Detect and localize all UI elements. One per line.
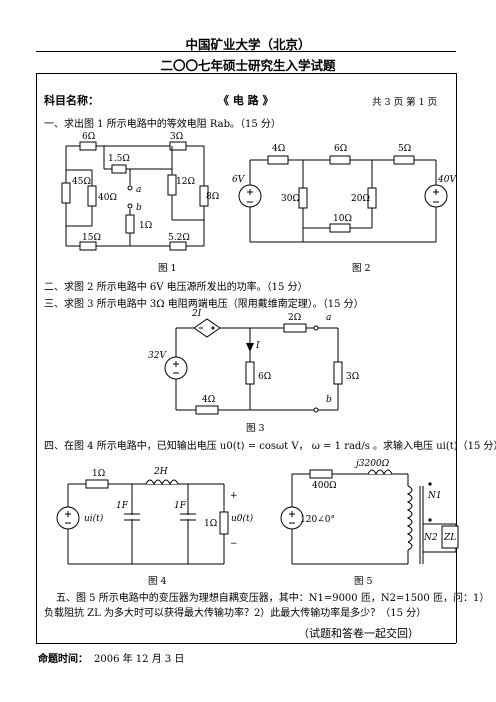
fig4-l2: 2H: [153, 467, 168, 477]
fig1-r6: 6Ω: [82, 132, 95, 142]
question-5-line-2: 负载阻抗 ZL 为多大时可以获得最大传输功率？2）此最大传输功率是多少？（15 …: [44, 608, 427, 619]
subject-name: 《 电 路 》: [218, 94, 274, 107]
fig5-zl: ZL: [443, 533, 456, 543]
fig1-r8: 8Ω: [206, 192, 219, 202]
fig2-r6: 6Ω: [334, 144, 347, 154]
fig5-source: 120∠0°: [300, 515, 335, 525]
university-title: 中国矿业大学（北京）: [185, 37, 311, 52]
fig2-r10: 10Ω: [333, 214, 352, 224]
fig1-r1_5: 1.5Ω: [108, 154, 130, 164]
fig3-r4: 4Ω: [202, 395, 215, 405]
fig1-caption: 图 1: [158, 263, 177, 274]
fig2-caption: 图 2: [352, 263, 371, 274]
question-5-line-1: 五、图 5 所示电路中的变压器为理想自耦变压器，其中：N1=9000 匝，N2=…: [56, 593, 490, 604]
fig5-caption: 图 5: [354, 576, 373, 587]
fig4-c1a: 1F: [116, 501, 129, 511]
fig4-ui: ui(t): [84, 513, 104, 524]
fig2-r5: 5Ω: [398, 144, 411, 154]
fig4-plus: +: [230, 491, 238, 501]
fig1-r40: 40Ω: [98, 193, 117, 203]
page-indicator: 共 3 页 第 1 页: [372, 97, 438, 108]
footer-label: 命题时间：: [38, 654, 88, 665]
fig5-n2: N2: [423, 533, 438, 543]
fig5-n1: N1: [427, 491, 442, 501]
exam-title: 二〇〇七年硕士研究生入学试题: [160, 58, 336, 73]
fig3-node-a: a: [326, 313, 331, 323]
question-4: 四、在图 4 所示电路中，已知输出电压 u0(t) = cosωt V， ω =…: [44, 441, 496, 452]
fig4-uo: u0(t): [231, 513, 254, 524]
fig2-r20: 20Ω: [351, 194, 370, 204]
fig1-r5_2: 5.2Ω: [168, 233, 190, 243]
fig2-r4: 4Ω: [272, 144, 285, 154]
question-3: 三、求图 3 所示电路中 3Ω 电阻两端电压（限用戴维南定理）。（15 分）: [44, 299, 364, 310]
fig3-dep-source: 2I: [191, 309, 202, 319]
fig1-node-a: a: [136, 185, 141, 195]
fig3-caption: 图 3: [246, 423, 265, 434]
fig3-node-b: b: [326, 395, 332, 405]
frame-right: [456, 73, 457, 643]
fig1-r1: 1Ω: [139, 221, 152, 231]
fig2-r30: 30Ω: [281, 194, 300, 204]
fig1-r15: 15Ω: [82, 233, 101, 243]
fig3-r6: 6Ω: [258, 372, 271, 382]
fig1-r45: 45Ω: [72, 177, 91, 187]
header-bottom-rule: [36, 73, 456, 74]
fig3-v32: 32V: [148, 351, 167, 361]
fig1-r12: 12Ω: [176, 177, 195, 187]
fig4-c1b: 1F: [174, 501, 187, 511]
fig2-v40: 40V: [437, 175, 457, 185]
fig1-r3: 3Ω: [170, 132, 183, 142]
fig4-minus: −: [230, 539, 238, 549]
header-top-rule: [36, 51, 456, 52]
question-1: 一、求出图 1 所示电路中的等效电阻 Rab。（15 分）: [44, 119, 281, 130]
subject-label: 科目名称：: [44, 94, 99, 107]
fig1-node-b: b: [136, 203, 142, 213]
fig3-r3: 3Ω: [346, 372, 359, 382]
footer-date: 2006 年 12 月 3 日: [94, 654, 185, 665]
fig2-v6: 6V: [232, 175, 246, 185]
return-note: （试题和答卷一起交回）: [298, 627, 419, 640]
frame-left: [36, 73, 37, 643]
fig4-r1b: 1Ω: [204, 519, 217, 529]
question-2: 二、求图 2 所示电路中 6V 电压源所发出的功率。（15 分）: [44, 282, 308, 293]
fig5-r400: 400Ω: [312, 481, 337, 491]
fig3-current-i: I: [255, 341, 260, 351]
fig5-xl: j3200Ω: [354, 459, 390, 469]
fig4-r1: 1Ω: [92, 469, 105, 479]
frame-bottom: [36, 643, 456, 644]
fig4-caption: 图 4: [148, 576, 167, 587]
fig3-r2: 2Ω: [288, 313, 301, 323]
